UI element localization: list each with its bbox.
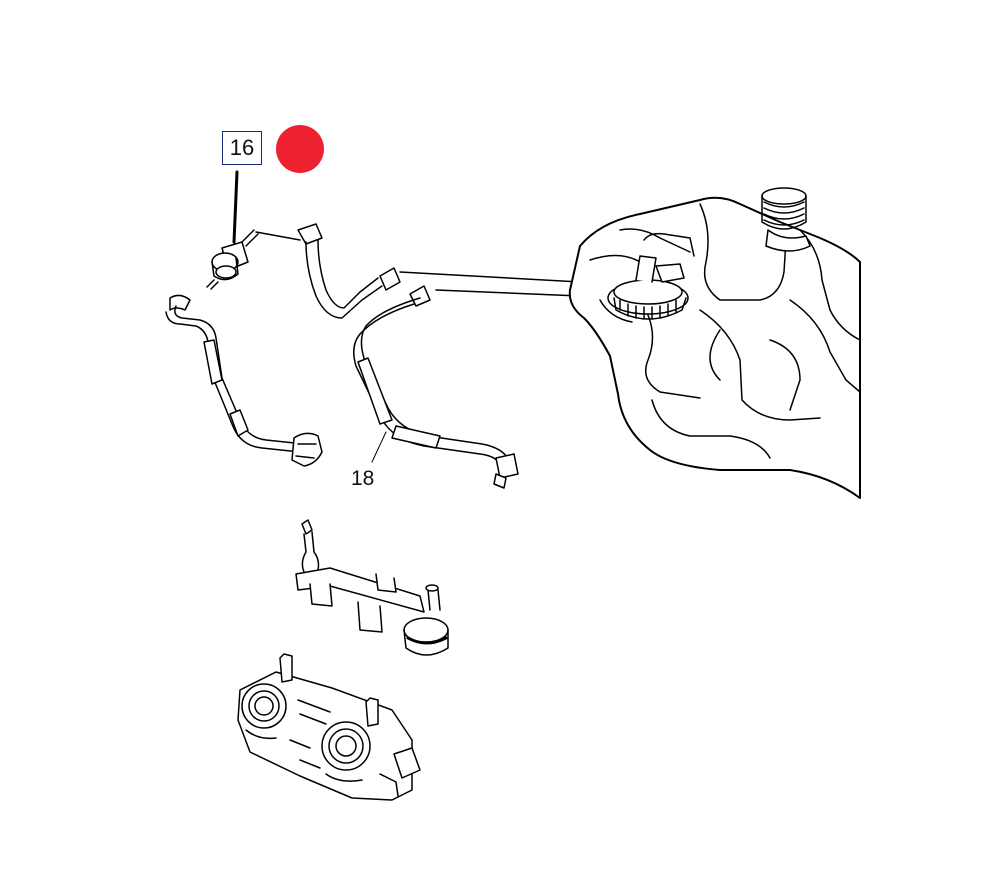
throttle-body[interactable] <box>237 653 421 801</box>
callout-18-label: 18 <box>351 467 375 490</box>
callout-18[interactable]: 18 <box>351 467 374 491</box>
fuel-hose-18[interactable] <box>353 285 519 489</box>
filler-neck-cap[interactable] <box>761 187 811 252</box>
callout-16-label: 16 <box>229 135 255 160</box>
fuel-hose-middle[interactable] <box>297 223 581 319</box>
fuel-rail[interactable] <box>295 519 449 656</box>
fuel-tank[interactable] <box>568 196 861 499</box>
fuel-hose-left[interactable] <box>165 294 323 467</box>
fuel-pump-module[interactable] <box>607 232 695 320</box>
fuel-filter[interactable] <box>206 229 301 290</box>
leader-line-16 <box>232 170 239 244</box>
marker-dot[interactable] <box>276 125 324 173</box>
callout-16[interactable]: 16 <box>222 131 262 165</box>
